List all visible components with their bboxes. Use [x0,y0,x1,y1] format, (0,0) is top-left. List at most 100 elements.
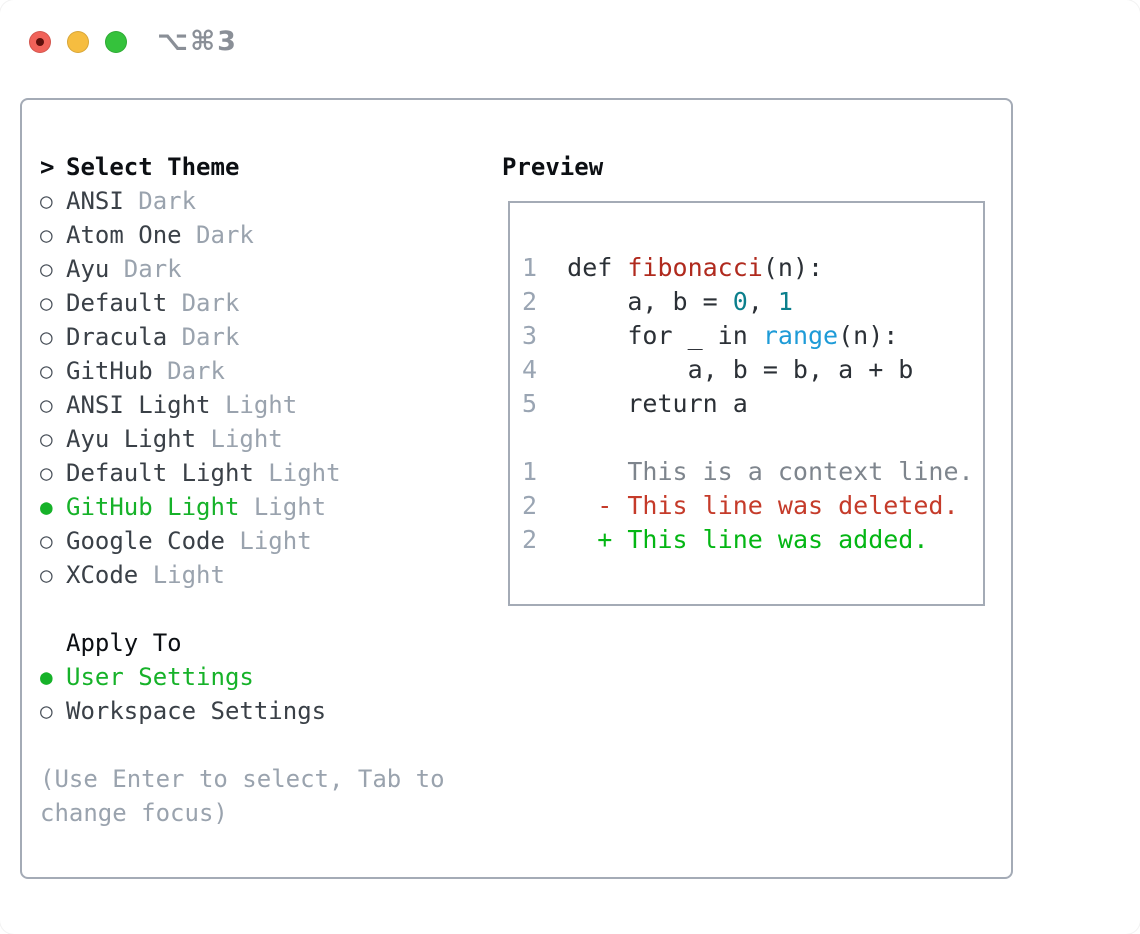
theme-name: XCode [66,561,139,589]
radio-icon: ○ [40,461,53,485]
code-segment: - This line was deleted. [597,491,959,520]
radio-icon: ○ [40,393,53,417]
code-segment [537,491,597,520]
code-segment: a, b = b, a + b [537,355,914,384]
theme-option-github-dark[interactable]: ○ GitHub Dark [40,354,456,388]
radio-icon: ○ [40,291,53,315]
close-dot-icon [36,37,44,46]
theme-variant-tag: Light [210,391,298,419]
code-segment: for _ in [537,321,763,350]
theme-variant-tag: Dark [167,289,240,317]
theme-option-github-light-light[interactable]: ●GitHub Light Light [40,490,456,524]
theme-list: ○ANSI Dark○Atom One Dark○Ayu Dark○Defaul… [40,184,456,592]
code-line [522,421,983,455]
theme-name: Google Code [66,527,225,555]
theme-name: Atom One [66,221,182,249]
main-panel: > Select Theme ○ANSI Dark○Atom One Dark○… [20,98,1013,879]
theme-name: GitHub Light [66,493,240,521]
theme-name: Default [66,289,168,317]
minimize-button[interactable] [67,30,89,53]
line-number: 4 [522,355,538,384]
code-segment: def [537,253,628,282]
theme-name: Ayu Light [66,425,197,453]
spacer [40,592,456,626]
code-line: 3 for _ in range(n): [522,319,983,353]
theme-option-ayu-light-light[interactable]: ○ Ayu Light Light [40,422,456,456]
apply-to-title: Apply To [66,629,182,657]
radio-selected-icon: ● [40,665,53,689]
window-title: ⌥⌘3 [157,26,238,57]
theme-variant-tag: Dark [181,221,254,249]
code-line: 2 - This line was deleted. [522,489,983,523]
theme-name: Default Light [66,459,254,487]
theme-variant-tag: Dark [152,357,225,385]
line-number: 3 [522,321,538,350]
code-line: 2 + This line was added. [522,523,983,557]
hint-text: (Use Enter to select, Tab to change focu… [40,765,445,827]
theme-variant-tag: Light [224,527,312,555]
apply-to-header: Apply To [40,626,456,660]
theme-option-atom-one-dark[interactable]: ○ Atom One Dark [40,218,456,252]
theme-option-default-light-light[interactable]: ○ Default Light Light [40,456,456,490]
code-segment: This is a context line. [537,457,974,486]
theme-name: GitHub [66,357,153,385]
apply-option-user-settings[interactable]: ● User Settings [40,660,456,694]
theme-option-ansi-dark[interactable]: ○ANSI Dark [40,184,456,218]
radio-icon: ○ [40,257,53,281]
radio-icon: ○ [40,359,53,383]
code-line: 4 a, b = b, a + b [522,353,983,387]
line-number: 1 [522,253,538,282]
theme-option-ayu-dark[interactable]: ○Ayu Dark [40,252,456,286]
theme-picker: > Select Theme ○ANSI Dark○Atom One Dark○… [40,150,456,830]
theme-variant-tag: Light [196,425,283,453]
theme-name: ANSI [66,187,124,215]
apply-option-name: Workspace Settings [66,697,327,725]
preview-title: Preview [502,153,604,181]
line-number: 2 [522,491,538,520]
radio-icon: ○ [40,699,53,723]
titlebar: ⌥⌘3 [29,26,238,57]
code-line: 1 This is a context line. [522,455,983,489]
line-number: 1 [522,457,538,486]
code-segment: + This line was added. [597,525,929,554]
theme-option-ansi-light-light[interactable]: ○ ANSI Light Light [40,388,456,422]
select-theme-title: Select Theme [66,153,240,181]
code-segment: return a [537,389,748,418]
theme-name: ANSI Light [66,391,211,419]
code-line: 5 return a [522,387,983,421]
theme-option-dracula-dark[interactable]: ○Dracula Dark [40,320,456,354]
radio-icon: ○ [40,223,53,247]
code-segment: a, b = [537,287,733,316]
code-segment: (n): [838,321,899,350]
code-segment: fibonacci [627,253,763,282]
apply-option-workspace-settings[interactable]: ○ Workspace Settings [40,694,456,728]
theme-option-google-code-light[interactable]: ○ Google Code Light [40,524,456,558]
line-number: 2 [522,525,538,554]
prompt-icon: > [40,153,55,181]
theme-option-xcode-light[interactable]: ○XCode Light [40,558,456,592]
theme-name: Ayu [66,255,110,283]
theme-option-default-dark[interactable]: ○ Default Dark [40,286,456,320]
code-segment: 1 [777,287,793,316]
code-segment: 0 [732,287,748,316]
code-segment: range [762,321,839,350]
theme-variant-tag: Dark [167,323,240,351]
theme-variant-tag: Light [253,459,341,487]
code-line: 1 def fibonacci(n): [522,251,983,285]
radio-icon: ○ [40,427,53,451]
radio-icon: ○ [40,325,53,349]
apply-option-name: User Settings [66,663,254,691]
line-number: 2 [522,287,538,316]
spacer [40,728,456,762]
apply-list: ● User Settings ○ Workspace Settings [40,660,456,728]
radio-icon: ○ [40,563,53,587]
code-segment [537,525,597,554]
select-theme-header: > Select Theme [40,150,456,184]
radio-icon: ○ [40,529,53,553]
maximize-button[interactable] [105,30,127,53]
radio-selected-icon: ● [40,495,53,519]
close-button[interactable] [29,30,51,53]
code-segment: , [747,287,778,316]
